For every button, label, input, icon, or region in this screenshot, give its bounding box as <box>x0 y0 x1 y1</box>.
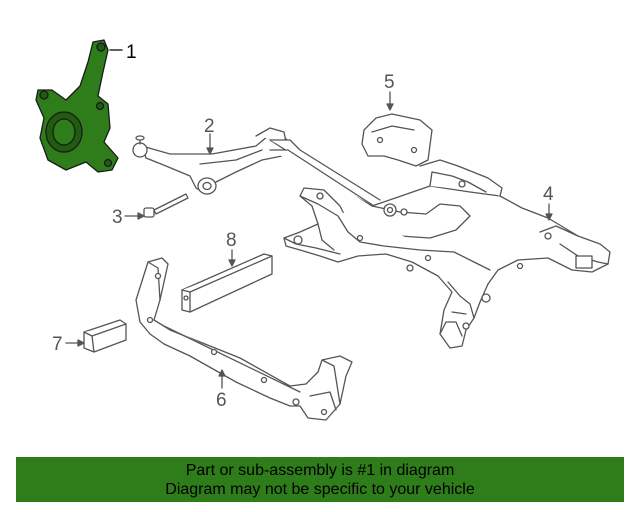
callout-arrow-4 <box>545 213 553 221</box>
callout-arrow-3 <box>137 212 145 220</box>
callout-arrow-7 <box>77 339 85 347</box>
callout-3: 3 <box>112 207 123 228</box>
callout-8: 8 <box>226 230 237 251</box>
banner-line-1: Part or sub-assembly is #1 in diagram <box>185 462 455 479</box>
bracket-part[interactable] <box>83 319 127 353</box>
callout-4: 4 <box>543 184 554 205</box>
banner-line-2: Diagram may not be specific to your vehi… <box>165 481 475 498</box>
callout-7: 7 <box>52 334 63 355</box>
reinforcement-bar-part[interactable] <box>181 253 273 313</box>
callout-arrow-2 <box>206 147 214 155</box>
lower-brace-part[interactable] <box>135 257 353 421</box>
callout-arrow-5 <box>386 103 394 111</box>
bolt-part[interactable] <box>143 193 189 218</box>
subframe-assembly <box>269 139 611 349</box>
callout-6: 6 <box>216 390 227 411</box>
lower-control-arm-part[interactable] <box>132 127 293 195</box>
callout-5: 5 <box>384 72 395 93</box>
callout-arrow-8 <box>228 259 236 267</box>
callout-2: 2 <box>204 116 215 137</box>
callout-arrow-6 <box>218 369 226 377</box>
steering-knuckle-part[interactable] <box>35 39 119 173</box>
callout-1: 1 <box>126 42 137 63</box>
parts-diagram: 1 2 3 4 5 6 7 8 <box>35 39 611 421</box>
heat-shield-part[interactable] <box>361 113 433 167</box>
info-banner: Part or sub-assembly is #1 in diagram Di… <box>16 457 624 502</box>
